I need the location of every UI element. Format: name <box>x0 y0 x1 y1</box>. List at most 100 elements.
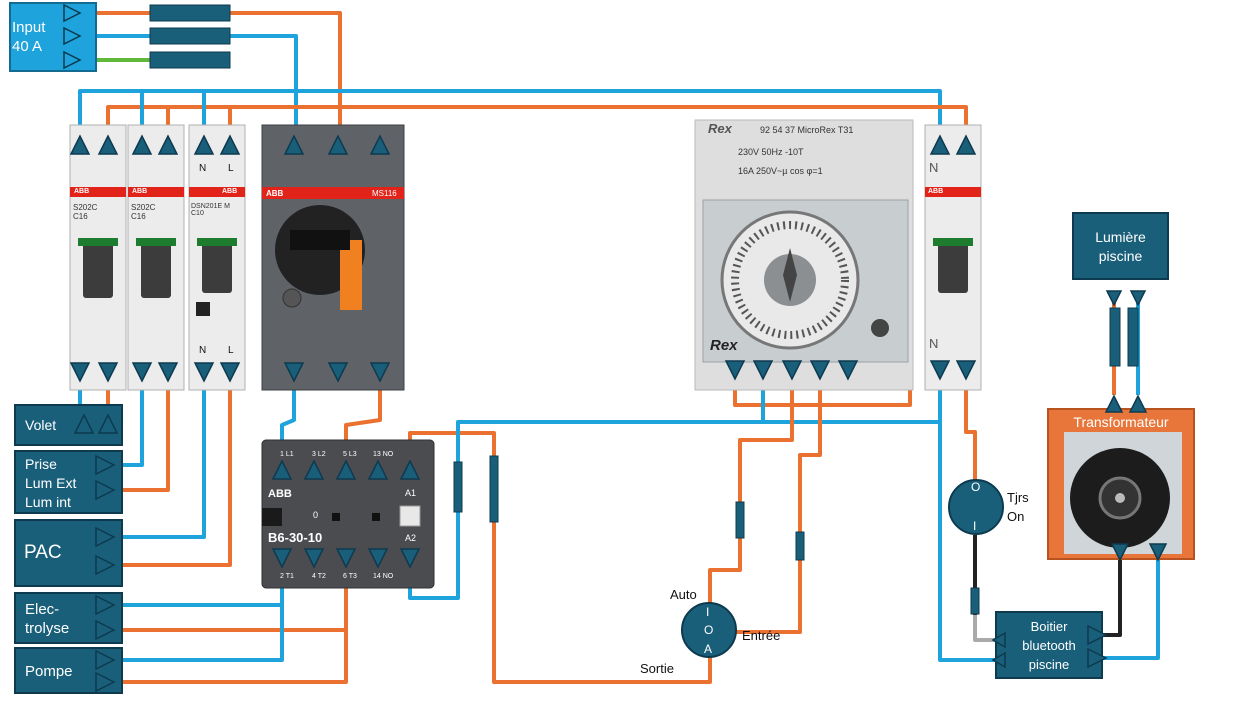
terminal-icon <box>335 459 357 480</box>
fuse <box>453 461 463 513</box>
breaker-1-brand: ABB <box>74 188 90 195</box>
terminal-icon <box>131 134 153 155</box>
breaker-1-model: S202C C16 <box>73 203 98 221</box>
breaker-3-n-top: N <box>199 163 207 174</box>
motor-protector-brand: ABB <box>266 189 284 198</box>
wire-blue <box>106 370 206 539</box>
breaker-2 <box>127 124 185 391</box>
terminal-icon <box>157 134 179 155</box>
terminal-icon <box>95 554 116 576</box>
contactor-top-label: 13 NO <box>373 451 394 458</box>
terminal-icon <box>131 362 153 383</box>
lumiere-box <box>1072 212 1169 280</box>
terminal-icon <box>63 50 82 70</box>
terminal-icon <box>327 362 349 383</box>
timer <box>694 119 914 391</box>
pompe-label: Pompe <box>25 663 73 680</box>
terminal-icon <box>271 548 293 569</box>
terminal-icon <box>1105 290 1123 307</box>
bluetooth-label: Boitier bluetooth piscine <box>1022 619 1076 672</box>
switch-oi-o: O <box>971 480 981 494</box>
switch-oi-caption: Tjrs On <box>1007 490 1029 524</box>
bluetooth-box <box>995 611 1103 679</box>
fuse <box>149 51 231 69</box>
contactor-bottom-label: 14 NO <box>373 573 394 580</box>
breaker-2-brand: ABB <box>132 188 148 195</box>
switch-entree-label: Entrée <box>742 628 781 643</box>
terminal-icon <box>283 134 305 155</box>
terminal-icon <box>1087 624 1108 646</box>
terminal-icon <box>95 479 116 501</box>
wire-orange <box>735 375 822 634</box>
wire-blue <box>1100 555 1160 660</box>
terminal-icon <box>991 631 1006 649</box>
transformer <box>1047 408 1195 560</box>
fuse <box>1109 307 1121 367</box>
terminal-icon <box>95 619 116 641</box>
contactor-bottom-label: 6 T3 <box>343 573 357 580</box>
contactor-bottom-label: 2 T1 <box>280 573 294 580</box>
wires <box>78 11 1160 684</box>
terminal-icon <box>367 459 389 480</box>
motor-protector-model: MS116 <box>372 189 397 198</box>
switch-oi-body <box>948 479 1004 535</box>
terminal-icon <box>781 360 803 381</box>
fuse <box>735 501 745 539</box>
input-box <box>9 2 97 72</box>
breaker-3-model: DSN201E M C10 <box>191 203 230 217</box>
wire-orange <box>408 431 712 684</box>
switch-oi-i: I <box>973 519 977 533</box>
terminal-icon <box>1087 647 1108 669</box>
terminal-icon <box>1148 543 1168 562</box>
fuse <box>1127 307 1139 367</box>
fuse <box>489 455 499 523</box>
terminal-icon <box>63 3 82 23</box>
terminal-icon <box>193 362 215 383</box>
wire-orange <box>106 370 232 567</box>
terminal-icon <box>1104 394 1124 413</box>
timer-spec-1: 230V 50Hz -10T <box>738 147 804 157</box>
switch-ioa-a: A <box>704 642 713 656</box>
terminal-icon <box>724 360 746 381</box>
breaker-2-model: S202C C16 <box>131 203 156 221</box>
terminal-icon <box>193 134 215 155</box>
terminal-icon <box>157 362 179 383</box>
terminal-icon <box>399 548 421 569</box>
switch-auto-label: Auto <box>670 587 697 602</box>
terminal-icon <box>63 26 82 46</box>
lumiere-label: Lumière piscine <box>1095 229 1146 264</box>
switch-ioa-i: I <box>706 605 710 619</box>
wire-orange <box>106 600 348 684</box>
breaker-3-l-top: L <box>228 163 234 174</box>
terminal-icon <box>1129 290 1147 307</box>
terminal-icon <box>335 548 357 569</box>
terminal-icon <box>69 362 91 383</box>
fuse <box>149 27 231 45</box>
terminal-icon <box>1128 394 1148 413</box>
terminal-icon <box>95 526 116 548</box>
terminal-icon <box>752 360 774 381</box>
breaker-3-brand: ABB <box>222 188 238 195</box>
terminal-icon <box>219 134 241 155</box>
terminal-icon <box>809 360 831 381</box>
timer-brand: Rex <box>708 121 732 136</box>
motor-protector <box>261 124 405 391</box>
contactor <box>261 439 435 589</box>
breaker-3-l-bottom: L <box>228 345 234 356</box>
wire-orange <box>708 375 794 605</box>
wire-blue <box>938 422 995 662</box>
terminal-icon <box>69 134 91 155</box>
terminal-icon <box>327 134 349 155</box>
terminal-icon <box>955 134 977 155</box>
right-breaker-brand: ABB <box>928 188 944 195</box>
contactor-bottom-label: 4 T2 <box>312 573 326 580</box>
terminal-icon <box>303 548 325 569</box>
terminal-icons <box>63 3 1168 693</box>
electrolyse-label: Elec- trolyse <box>25 601 70 637</box>
switch-ioa-o: O <box>704 623 714 637</box>
breaker-3 <box>188 124 246 391</box>
contactor-brand: ABB <box>268 488 292 500</box>
volet-label: Volet <box>25 417 57 433</box>
terminal-icon <box>991 651 1006 669</box>
terminal-icon <box>283 362 305 383</box>
